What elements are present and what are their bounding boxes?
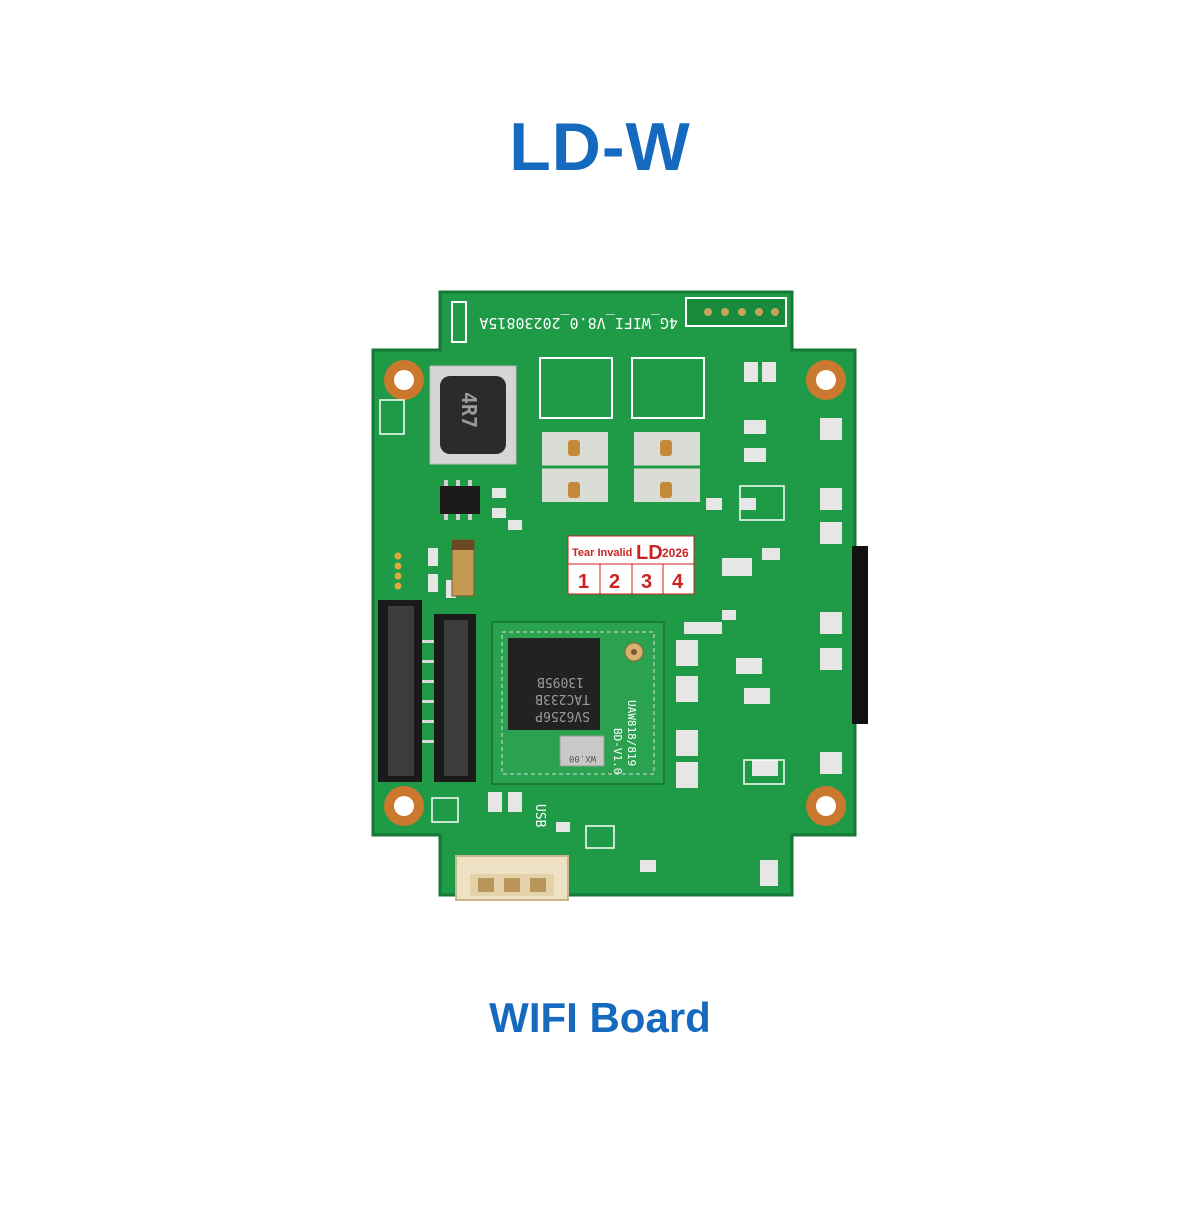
svg-text:13095B: 13095B [537,674,584,689]
svg-text:3: 3 [641,571,652,593]
fpc-connector [434,614,476,782]
usb-label: USB [532,804,547,828]
svg-text:4R7: 4R7 [457,392,481,428]
fpc-connector [378,600,422,782]
mounting-hole-icon [806,360,846,400]
svg-text:TAC233B: TAC233B [535,691,590,706]
warranty-sticker: Tear Invalid LD 2026 1 2 3 4 [567,535,695,595]
board-caption: WIFI Board [489,994,711,1041]
svg-text:LD: LD [636,542,663,564]
mounting-hole-icon [384,786,424,826]
mounting-hole-icon [806,786,846,826]
svg-text:BD-V1.0: BD-V1.0 [611,728,624,774]
svg-text:4: 4 [672,571,684,593]
svg-text:SV6256P: SV6256P [535,708,590,723]
svg-text:UAW818/819: UAW818/819 [625,700,638,766]
silkscreen-version: 4G_WIFI_V8.0_20230815A [479,314,678,332]
mounting-hole-icon [384,360,424,400]
svg-text:Tear Invalid: Tear Invalid [572,547,632,559]
svg-text:WX.00: WX.00 [569,753,596,763]
svg-text:1: 1 [578,571,589,593]
inductor: 4R7 [429,365,517,465]
wifi-module: SV6256P TAC233B 13095B WX.00 UAW818/819 … [491,621,665,785]
jst-connector [455,855,569,901]
svg-text:2026: 2026 [662,546,689,560]
page-title: LD-W [509,109,691,185]
svg-text:2: 2 [609,571,620,593]
